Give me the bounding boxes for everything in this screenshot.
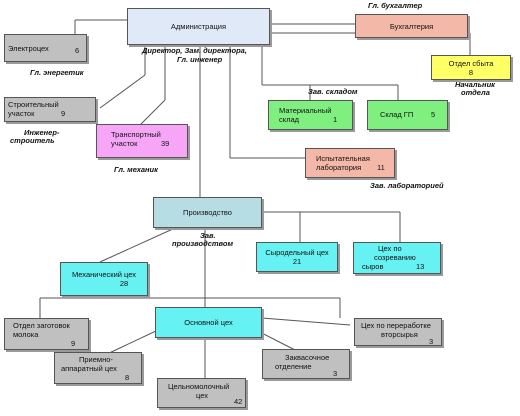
materials-label-1: Материальный xyxy=(279,106,332,115)
construction-label-1: Строительный xyxy=(8,100,59,109)
construction-box[interactable]: Строительный участок 9 xyxy=(4,97,96,122)
accounting-label: Бухгалтерия xyxy=(389,21,434,31)
materials-label-2: склад xyxy=(279,115,300,124)
whole-milk-number: 42 xyxy=(234,397,243,406)
role-director-line-2: Гл. инженер xyxy=(177,55,223,64)
ripening-number: 13 xyxy=(416,262,425,271)
ripening-box[interactable]: Цех по созреванию сыров 13 xyxy=(353,242,441,274)
lab-label-2: лаборатория xyxy=(316,163,362,172)
role-production-head-1: Зав. xyxy=(200,231,216,240)
receiving-label-1: Приемно- xyxy=(79,355,113,364)
role-warehouse-head: Зав. складом xyxy=(308,87,358,96)
secondary-label-1: Цех по переработке xyxy=(361,321,431,330)
secondary-label-2: вторсырья xyxy=(381,330,418,339)
cheese-box[interactable]: Сыродельный цех 21 xyxy=(256,242,338,272)
lab-label-1: Испытательная xyxy=(316,154,370,163)
receiving-label-2: аппаратный цех xyxy=(61,364,117,373)
starter-box[interactable]: Заквасочное отделение 3 xyxy=(262,349,350,379)
warehouse-number: 5 xyxy=(431,110,436,119)
production-label: Производство xyxy=(183,208,232,217)
transport-box[interactable]: Транспортный участок 39 xyxy=(96,124,188,158)
mechanical-box[interactable]: Механический цех 28 xyxy=(60,262,148,296)
role-director-line-1: Директор, Зам. директора, xyxy=(142,46,247,55)
role-sales-head-2: отдела xyxy=(461,88,490,97)
role-chief-mechanic: Гл. механик xyxy=(114,165,158,174)
main-shop-label: Основной цех xyxy=(184,318,233,327)
milk-procurement-box[interactable]: Отдел заготовок молока 9 xyxy=(4,318,89,350)
electro-number: 6 xyxy=(75,46,80,55)
materials-number: 1 xyxy=(333,115,338,124)
electro-box[interactable]: Электроцех 6 xyxy=(4,34,87,62)
role-chief-accountant: Гл. бухгалтер xyxy=(368,1,423,10)
sales-box[interactable]: Отдел сбыта 8 xyxy=(431,55,511,80)
receiving-box[interactable]: Приемно- аппаратный цех 8 xyxy=(54,352,142,384)
lab-box[interactable]: Испытательная лаборатория 11 xyxy=(305,148,395,178)
role-production-head-2: производством xyxy=(172,239,234,248)
production-box[interactable]: Производство xyxy=(153,197,262,228)
whole-milk-label-1: Цельномолочный xyxy=(168,382,230,391)
cheese-number: 21 xyxy=(292,257,302,266)
warehouse-label: Склад ГП xyxy=(380,110,414,119)
role-chief-power-engineer: Гл. энергетик xyxy=(30,68,84,77)
role-sales-head-1: Начальник xyxy=(455,80,495,89)
main-shop-box[interactable]: Основной цех xyxy=(155,307,262,338)
admin-box[interactable]: Администрация xyxy=(127,8,270,45)
starter-label-2: отделение xyxy=(275,362,312,371)
transport-number: 39 xyxy=(161,139,170,148)
secondary-box[interactable]: Цех по переработке вторсырья 3 xyxy=(354,318,442,346)
accounting-box[interactable]: Бухгалтерия xyxy=(355,14,468,38)
transport-label-1: Транспортный xyxy=(111,130,161,139)
sales-label: Отдел сбыта xyxy=(448,58,494,68)
sales-number: 8 xyxy=(468,67,474,77)
receiving-number: 8 xyxy=(125,373,130,382)
electro-label: Электроцех xyxy=(8,44,49,53)
mechanical-label: Механический цех xyxy=(71,270,137,279)
role-lab-head: Зав. лабораторией xyxy=(370,181,444,190)
secondary-number: 3 xyxy=(429,337,434,346)
lab-number: 11 xyxy=(377,163,385,172)
construction-label-2: участок xyxy=(8,109,35,118)
construction-number: 9 xyxy=(61,109,66,118)
ripening-label-3: сыров xyxy=(362,262,384,271)
cheese-label: Сыродельный цех xyxy=(265,248,329,257)
starter-label-1: Заквасочное xyxy=(285,353,330,362)
milk-procurement-label-1: Отдел заготовок xyxy=(13,321,70,330)
milk-procurement-number: 9 xyxy=(71,339,76,348)
warehouse-box[interactable]: Склад ГП 5 xyxy=(367,100,448,130)
materials-box[interactable]: Материальный склад 1 xyxy=(268,100,353,130)
whole-milk-label-2: цех xyxy=(196,391,208,400)
starter-number: 3 xyxy=(333,369,338,378)
mechanical-number: 28 xyxy=(119,279,129,288)
transport-label-2: участок xyxy=(111,139,138,148)
admin-label: Администрация xyxy=(170,22,227,31)
ripening-label-1: Цех по xyxy=(378,244,402,253)
whole-milk-box[interactable]: Цельномолочный цех 42 xyxy=(157,378,246,408)
milk-procurement-label-2: молока xyxy=(13,330,39,339)
role-construction-engineer-2: строитель xyxy=(10,136,55,145)
ripening-label-2: созреванию xyxy=(374,253,416,262)
role-construction-engineer-1: Инженер- xyxy=(24,128,60,137)
